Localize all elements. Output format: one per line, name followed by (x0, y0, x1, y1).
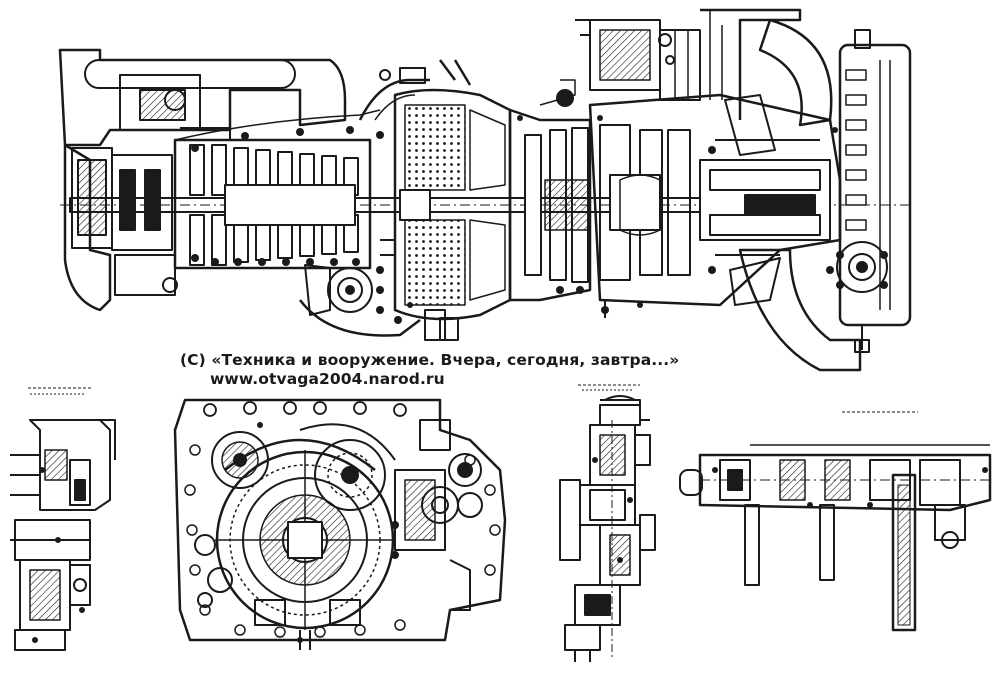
credit-line-website: www.otvaga2004.narod.ru (210, 370, 445, 388)
vertical-section-view (559, 395, 656, 662)
lower-left-accessory-section (10, 419, 116, 651)
main-engine-cross-section (58, 8, 912, 372)
sheet-annotations (28, 384, 918, 413)
drive-shaft-assembly (679, 444, 992, 632)
gearbox-front-view (173, 398, 507, 650)
credit-line-publication: (C) «Техника и вооружение. Вчера, сегодн… (180, 351, 680, 369)
